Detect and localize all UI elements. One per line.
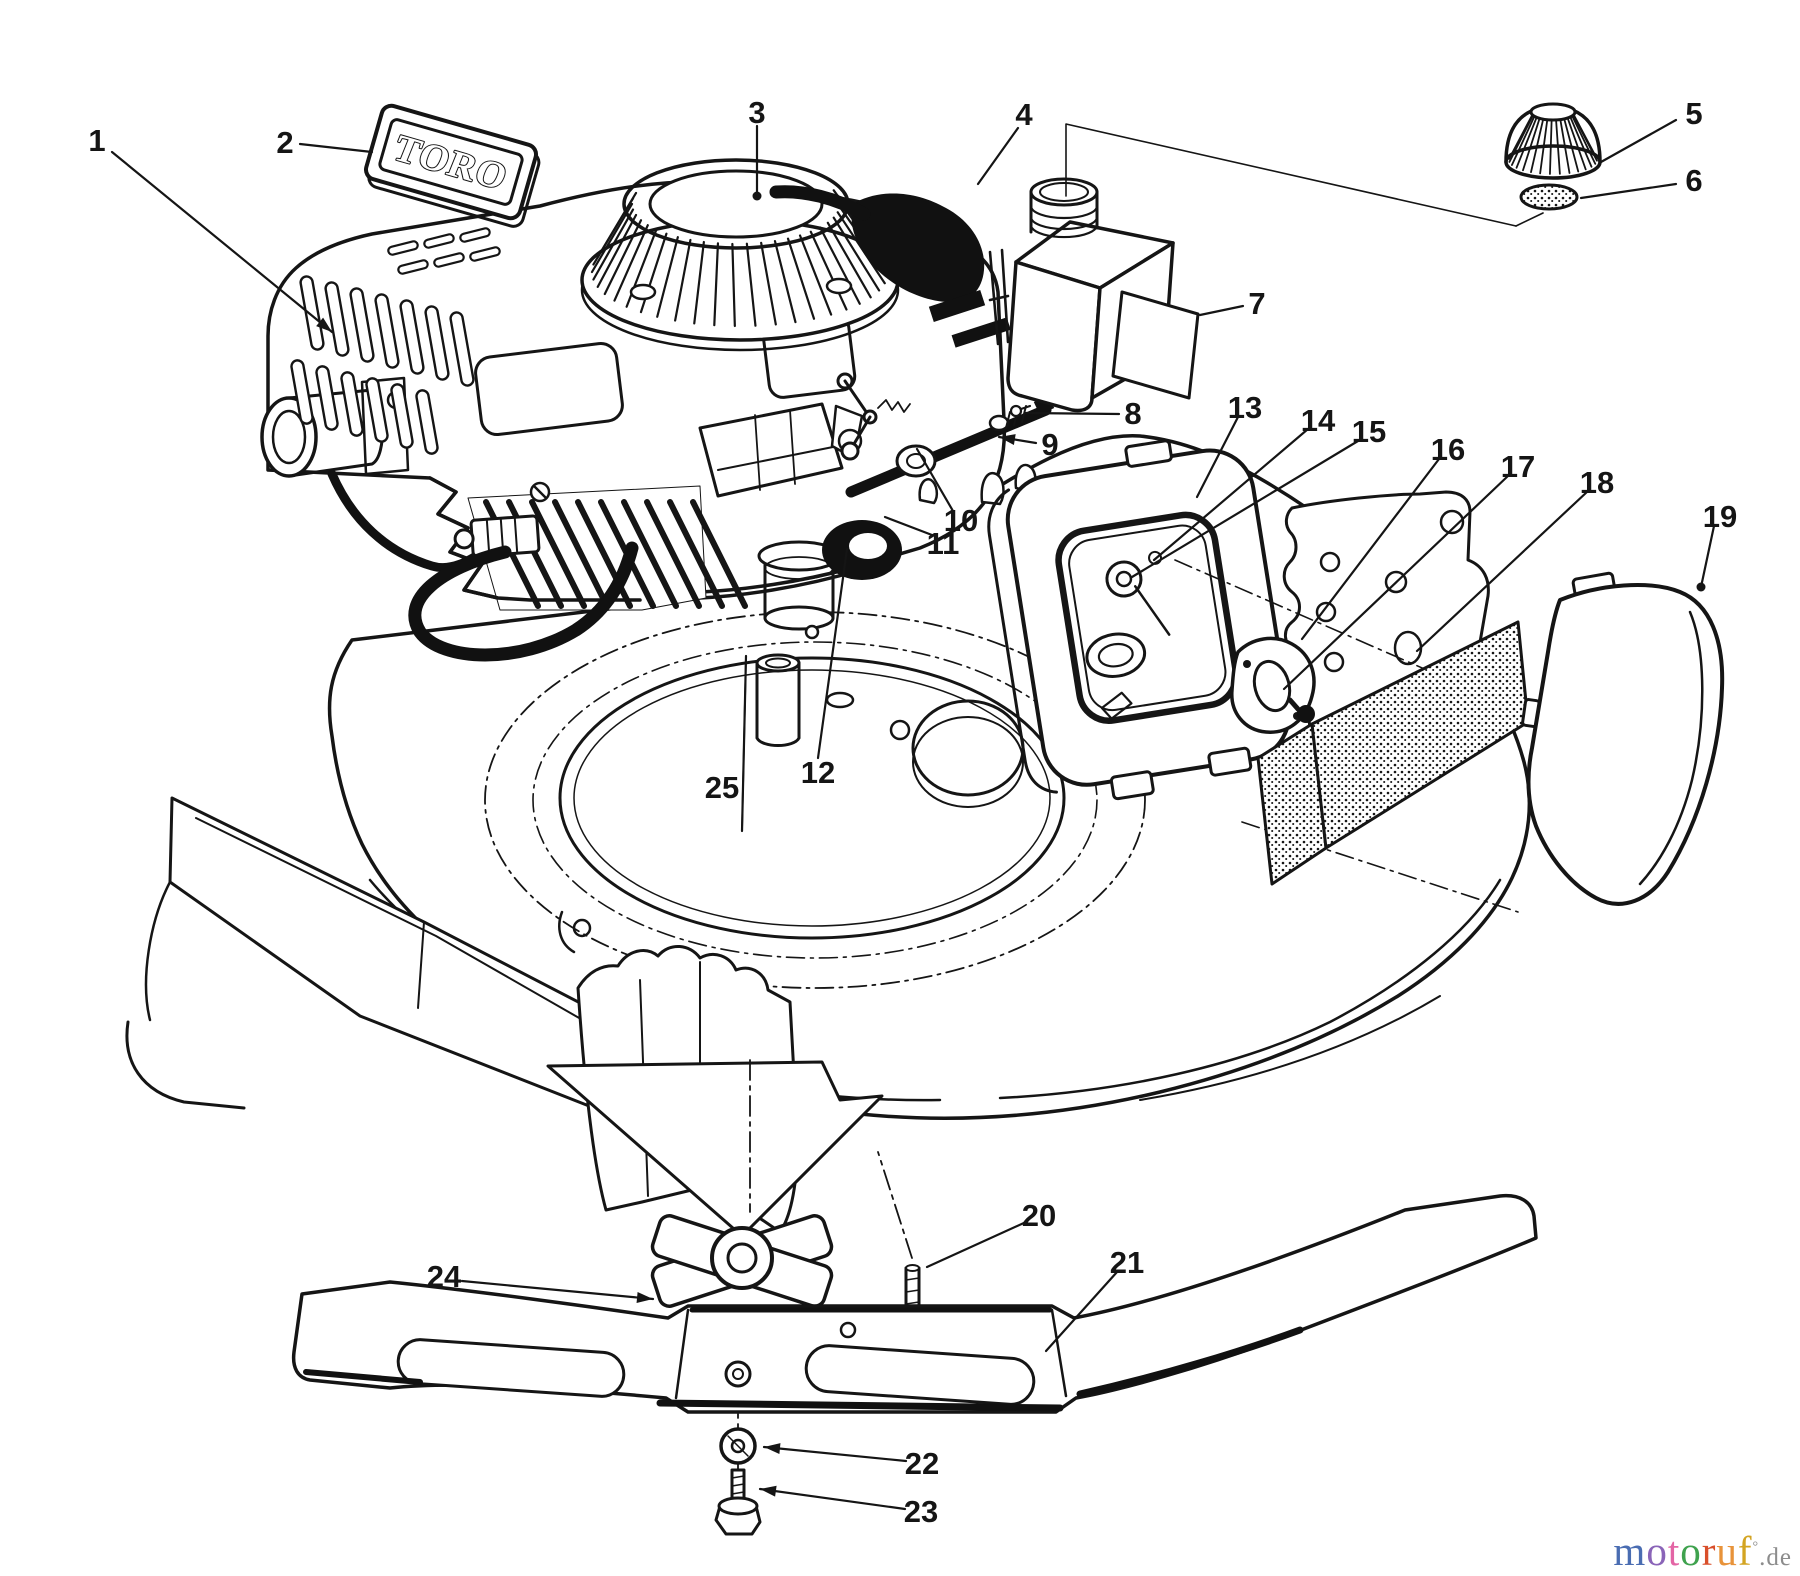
filter-screen (1519, 183, 1579, 211)
toro-nameplate: TORO (363, 103, 541, 228)
callout-12: 12 (801, 547, 849, 790)
callout-18: 18 (1415, 465, 1614, 653)
callout-17: 17 (1282, 449, 1535, 691)
callout-15: 15 (1130, 414, 1386, 579)
blade-slot-right (804, 1344, 1036, 1406)
watermark-trademark: ° (1752, 1539, 1760, 1555)
watermark-letter: r (1701, 1528, 1717, 1574)
spark-plug-wire (408, 541, 639, 662)
deck-centering-line (484, 611, 1146, 989)
air-cleaner-housing (987, 439, 1291, 801)
callout-number-20: 20 (1022, 1198, 1056, 1233)
callout-5: 5 (1599, 96, 1703, 164)
watermark-letter: m (1613, 1528, 1647, 1574)
callout-number-5: 5 (1685, 96, 1702, 131)
ignition-wire (769, 185, 871, 221)
callout-number-17: 17 (1501, 449, 1535, 484)
callout-number-15: 15 (1352, 414, 1386, 449)
callout-2: 2 (276, 125, 374, 160)
callout-number-25: 25 (705, 770, 739, 805)
callout-22: 22 (762, 1443, 939, 1481)
watermark-letter: t (1667, 1528, 1681, 1574)
callout-13: 13 (1195, 390, 1262, 499)
callout-number-21: 21 (1110, 1245, 1144, 1280)
callout-16: 16 (1300, 432, 1465, 641)
tank-decal (1111, 290, 1200, 400)
foam-filter-element (1256, 620, 1530, 886)
callout-number-6: 6 (1685, 163, 1702, 198)
callout-24: 24 (427, 1259, 655, 1303)
watermark-suffix: .de (1759, 1544, 1792, 1571)
callout-21: 21 (1044, 1245, 1144, 1353)
blade-screw (714, 1468, 762, 1536)
callout-number-7: 7 (1248, 286, 1265, 321)
callout-1: 1 (88, 123, 334, 334)
callout-number-10: 10 (944, 503, 978, 538)
callout-number-4: 4 (1015, 97, 1033, 132)
callout-7: 7 (1198, 286, 1266, 321)
callout-number-8: 8 (1124, 396, 1141, 431)
callout-number-1: 1 (88, 123, 105, 158)
callout-9: 9 (997, 427, 1059, 462)
recoil-starter (580, 158, 900, 352)
carb-horn (1085, 632, 1147, 720)
watermark-letter: f (1737, 1528, 1753, 1574)
shroud-cutout-left (474, 341, 624, 437)
watermark-letter: u (1716, 1528, 1738, 1574)
callout-19: 19 (1696, 499, 1737, 592)
callout-number-12: 12 (801, 755, 835, 790)
callout-20: 20 (925, 1198, 1056, 1269)
fuel-tank (1006, 177, 1200, 413)
callout-10: 10 (915, 447, 978, 538)
float-bowl (757, 540, 841, 640)
callout-number-18: 18 (1580, 465, 1614, 500)
filler-neck (1029, 177, 1099, 239)
callout-number-13: 13 (1228, 390, 1262, 425)
housing-stud (1105, 550, 1171, 636)
callout-number-24: 24 (427, 1259, 462, 1294)
callout-number-23: 23 (904, 1494, 938, 1529)
air-cleaner-cover (1521, 571, 1725, 906)
governor-linkage (836, 372, 911, 461)
watermark-letter: o (1680, 1528, 1702, 1574)
callout-number-3: 3 (748, 95, 765, 130)
callout-25: 25 (705, 654, 748, 833)
callout-number-22: 22 (905, 1446, 939, 1481)
callout-number-2: 2 (276, 125, 293, 160)
assembly-centerlines-cap (1065, 123, 1544, 227)
watermark-motoruf: motoruf°.de (1613, 1531, 1792, 1572)
callout-number-19: 19 (1703, 499, 1737, 534)
engine-assembly (260, 158, 1055, 662)
elbow-bolt (1297, 705, 1315, 723)
callout-8: 8 (1024, 396, 1142, 431)
fuel-cap (1504, 102, 1602, 180)
blade-washer (719, 1427, 757, 1465)
blade-slot-left (396, 1338, 626, 1398)
breather-elbow (1230, 636, 1316, 734)
callout-number-16: 16 (1431, 432, 1465, 467)
callout-4: 4 (976, 97, 1033, 186)
callout-number-11: 11 (927, 526, 960, 561)
vent-slats (290, 227, 501, 455)
callout-3: 3 (748, 95, 766, 201)
tank-screw (1009, 404, 1032, 418)
callout-number-14: 14 (1301, 403, 1336, 438)
callout-23: 23 (758, 1485, 938, 1529)
fuel-line-grommet (895, 444, 937, 478)
callout-11: 11 (883, 515, 960, 561)
callout-14: 14 (1152, 403, 1336, 562)
watermark-letter: o (1646, 1528, 1668, 1574)
heat-shield-bracket (988, 248, 1010, 346)
starter-top (648, 169, 824, 239)
deck-baffle (546, 1060, 884, 1238)
callout-6: 6 (1579, 163, 1703, 200)
blade (291, 1193, 1538, 1414)
callout-number-9: 9 (1041, 427, 1058, 462)
oil-fill-boss (755, 653, 801, 747)
